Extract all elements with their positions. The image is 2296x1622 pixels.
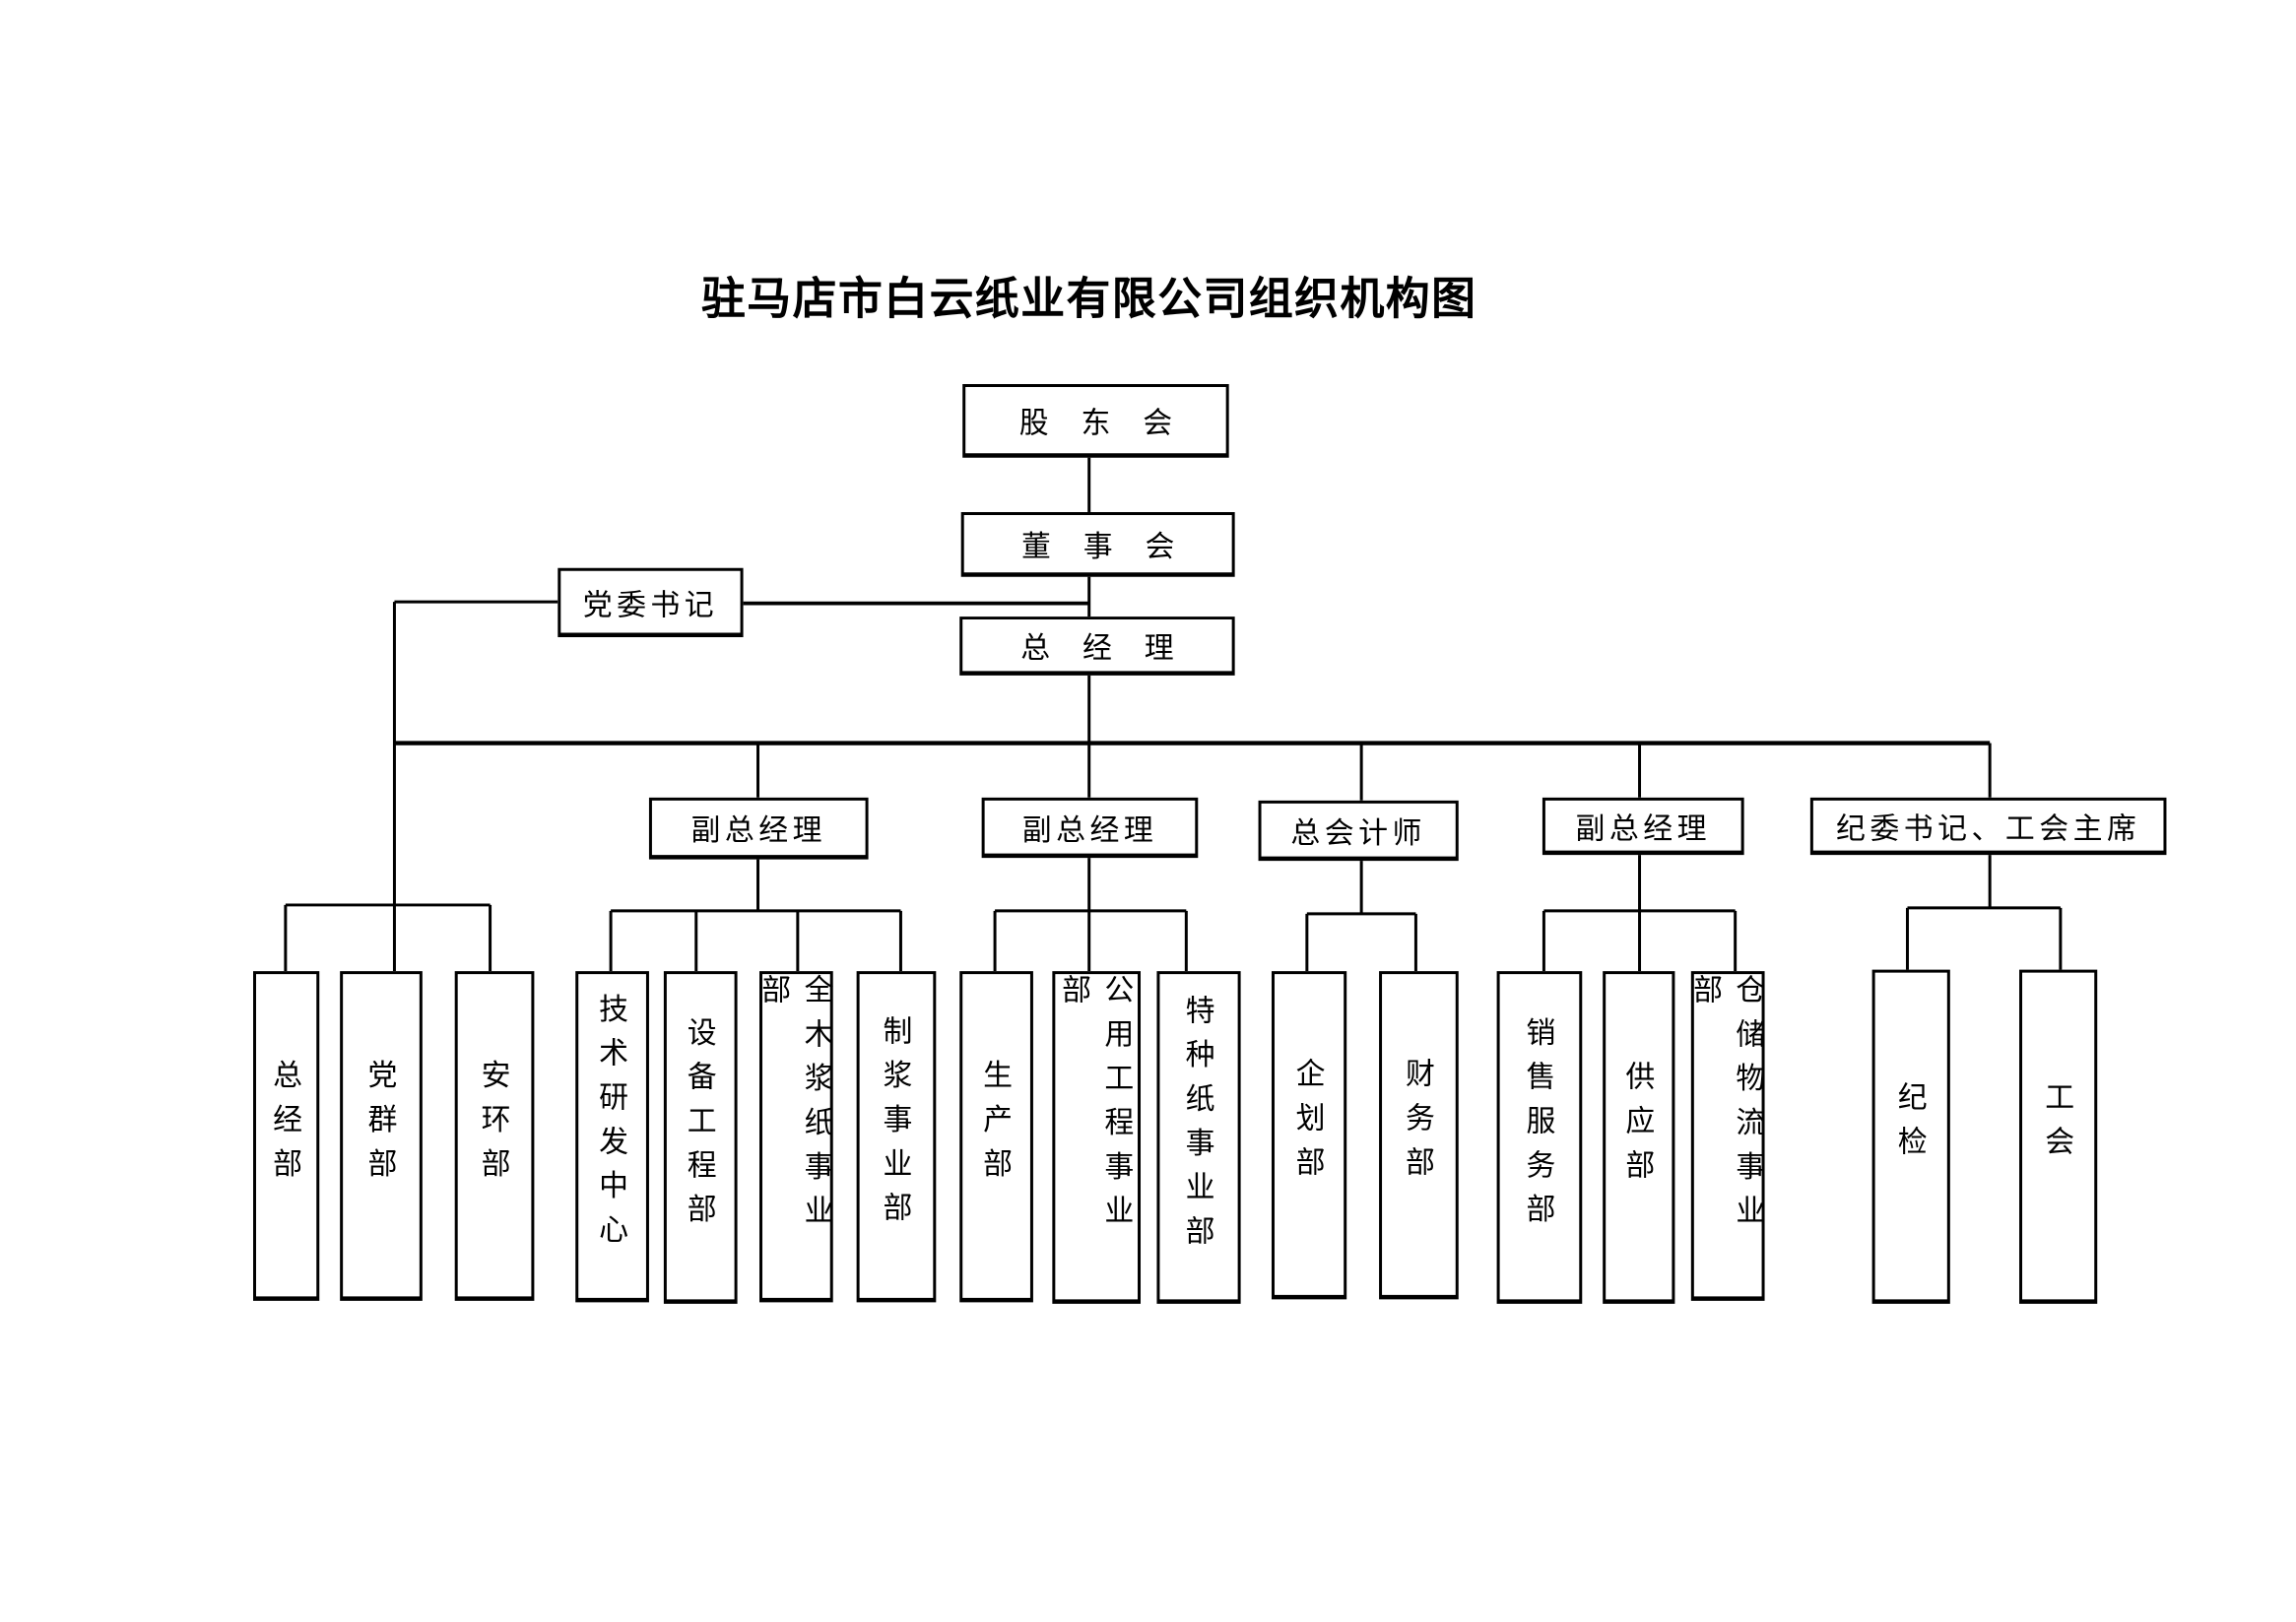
vice-gm-box: 副总经理 bbox=[648, 797, 869, 860]
board-box: 董事会 bbox=[960, 511, 1235, 577]
department-box: 仓储物流事业部 bbox=[1688, 971, 1766, 1301]
shareholders-box: 股东会 bbox=[962, 383, 1229, 458]
chief-accountant-box: 总会计师 bbox=[1258, 800, 1459, 862]
department-box: 供应部 bbox=[1603, 971, 1675, 1304]
discipline-union-box: 纪委书记、工会主席 bbox=[1809, 797, 2167, 856]
department-box: 工会 bbox=[2019, 969, 2098, 1304]
department-box: 全木浆纸事业部 bbox=[756, 971, 834, 1303]
department-box: 生产部 bbox=[959, 971, 1033, 1303]
department-box: 总经部 bbox=[253, 971, 320, 1301]
department-box: 党群部 bbox=[340, 971, 423, 1301]
vice-gm-box: 副总经理 bbox=[1542, 797, 1744, 856]
department-box: 企划部 bbox=[1271, 971, 1347, 1300]
department-box: 公用工程事业部 bbox=[1052, 971, 1142, 1304]
general-manager-box: 总经理 bbox=[959, 616, 1235, 676]
department-box: 安环部 bbox=[454, 971, 535, 1301]
party-secretary-box: 党委书记 bbox=[558, 567, 744, 637]
department-box: 销售服务部 bbox=[1496, 971, 1583, 1304]
vice-gm-box: 副总经理 bbox=[981, 797, 1199, 859]
chart-title: 驻马店市白云纸业有限公司组织机构图 bbox=[700, 273, 1477, 326]
department-box: 纪检 bbox=[1871, 969, 1950, 1304]
department-box: 设备工程部 bbox=[663, 971, 738, 1304]
department-box: 技术研发中心 bbox=[575, 971, 649, 1303]
department-box: 制浆事业部 bbox=[856, 971, 937, 1303]
department-box: 特种纸事业部 bbox=[1156, 971, 1241, 1304]
department-box: 财务部 bbox=[1379, 971, 1459, 1300]
